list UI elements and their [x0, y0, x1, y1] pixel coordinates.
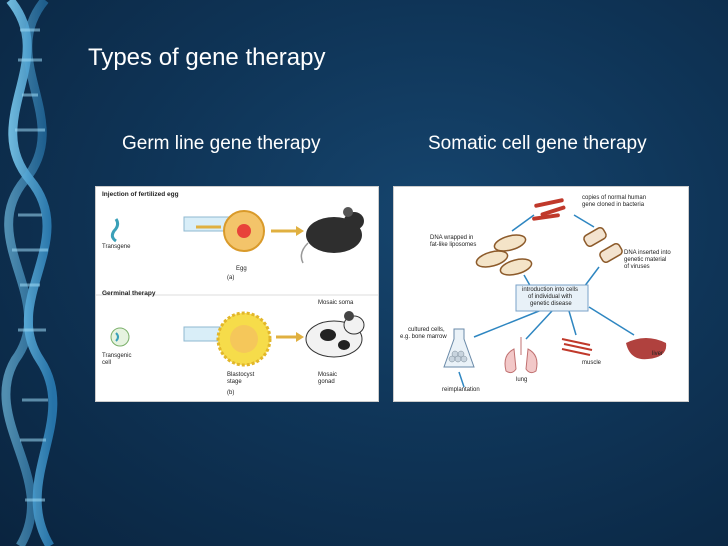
lung-label: lung — [516, 377, 528, 383]
germline-figure: Injection of fertilized egg Transgene Eg… — [96, 187, 378, 401]
germline-heading: Germ line gene therapy — [122, 133, 321, 154]
muscle-label: muscle — [582, 360, 602, 366]
liver-label: liver — [652, 351, 664, 357]
liposomes-label-2: fat-like liposomes — [430, 242, 477, 248]
panel-b-tag: (b) — [227, 390, 235, 396]
somatic-illustration — [394, 187, 688, 401]
dna-helix-decoration — [1, 0, 58, 546]
mosaic-soma-label: Mosaic soma — [318, 300, 354, 306]
somatic-figure: copies of normal human gene cloned in ba… — [394, 187, 688, 401]
egg-label: Egg — [236, 266, 247, 272]
cultured-label-2: e.g. bone marrow — [400, 334, 447, 340]
transgenic-cell-label-1: Transgenic — [102, 353, 132, 359]
panel-b-title: Germinal therapy — [102, 290, 156, 297]
mosaic-gonad-label-1: Mosaic — [318, 372, 338, 378]
viruses-label-1: DNA inserted into — [624, 250, 671, 256]
viruses-label-3: of viruses — [624, 264, 650, 270]
somatic-heading: Somatic cell gene therapy — [428, 133, 647, 154]
mosaic-gonad-label-2: gonad — [318, 379, 335, 385]
blastocyst-label-2: stage — [227, 379, 242, 385]
germline-illustration — [96, 207, 378, 367]
copies-label-2: gene cloned in bacteria — [582, 202, 645, 208]
transgene-label: Transgene — [102, 244, 131, 250]
intro-label-3: genetic disease — [530, 301, 572, 307]
panel-a-tag: (a) — [227, 275, 235, 281]
panel-a-title: Injection of fertilized egg — [102, 191, 179, 198]
intro-label-1: introduction into cells — [522, 287, 579, 293]
slide-title: Types of gene therapy — [88, 44, 326, 71]
intro-label-2: of individual with — [528, 294, 573, 300]
transgenic-cell-label-2: cell — [102, 360, 112, 366]
reimplantation-label: reimplantation — [442, 387, 480, 393]
viruses-label-2: genetic material — [624, 257, 667, 263]
liposomes-label-1: DNA wrapped in — [430, 235, 474, 241]
cultured-label-1: cultured cells, — [408, 327, 445, 333]
blastocyst-label-1: Blastocyst — [227, 372, 255, 378]
copies-label-1: copies of normal human — [582, 195, 647, 201]
